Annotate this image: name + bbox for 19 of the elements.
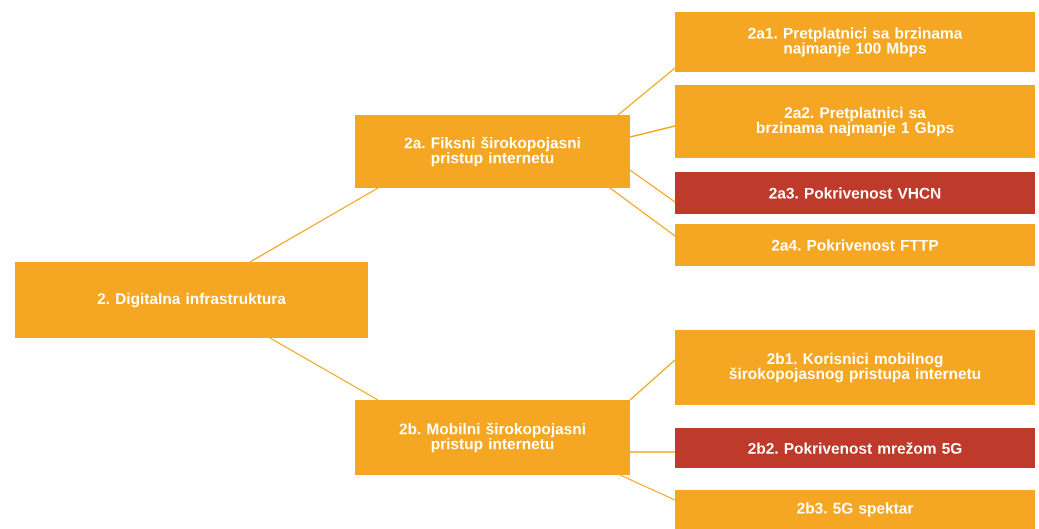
category-box: 2a3. Pokrivenost VHCN: [675, 172, 1035, 214]
connector-line: [269, 337, 379, 401]
connector-line: [629, 359, 676, 401]
category-box: 2a1. Pretplatnici sa brzinama najmanje 100 Mbps: [675, 12, 1035, 72]
category-box: 2b2. Pokrivenost mrežom 5G: [675, 428, 1035, 468]
category-box: 2a2. Pretplatnici sa brzinama najmanje 1 Gbps: [675, 85, 1035, 158]
category-box: 2b. Mobilni širokopojasni pristup internetu: [355, 400, 630, 475]
connector-line: [609, 187, 676, 237]
category-box: 2a4. Pokrivenost FTTP: [675, 224, 1035, 266]
category-box: 2b3. 5G spektar: [675, 490, 1035, 529]
category-box: 2. Digitalna infrastruktura: [15, 262, 368, 338]
connector-line: [629, 125, 676, 138]
connector-line: [629, 169, 676, 203]
connector-line: [619, 474, 676, 501]
category-box: 2b1. Korisnici mobilnog širokopojasnog pristupa internetu: [675, 330, 1035, 405]
connector-line: [249, 187, 379, 263]
category-box: 2a. Fiksni širokopojasni pristup internetu: [355, 115, 630, 188]
connector-line: [629, 451, 676, 453]
connector-line: [617, 67, 676, 116]
